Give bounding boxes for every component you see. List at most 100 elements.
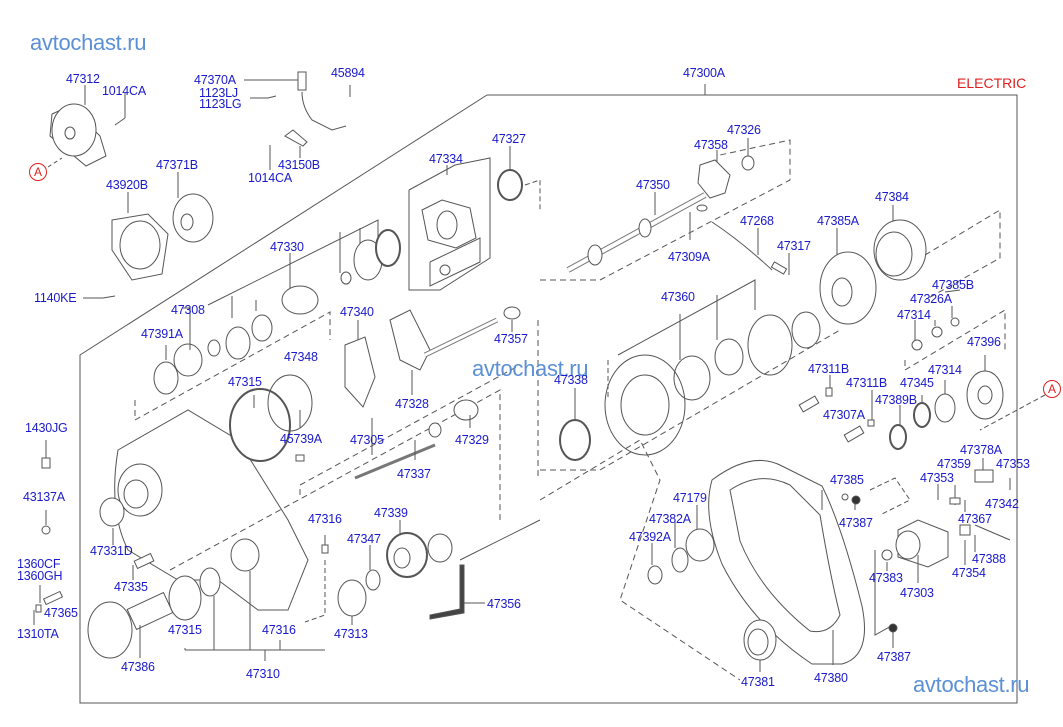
- part-label[interactable]: 47307A: [823, 408, 865, 422]
- part-label[interactable]: 45739A: [280, 432, 322, 446]
- main-shaft-drawing: [540, 138, 790, 280]
- part-label[interactable]: 47389B: [875, 393, 917, 407]
- part-label[interactable]: 47347: [347, 532, 381, 546]
- part-label[interactable]: 47350: [636, 178, 670, 192]
- drive-sprocket-drawing: [540, 280, 840, 470]
- part-label[interactable]: 47387: [877, 650, 911, 664]
- gear-47327-drawing: [498, 146, 540, 210]
- part-label[interactable]: 47345: [900, 376, 934, 390]
- part-label[interactable]: 1310TA: [17, 627, 59, 641]
- part-label[interactable]: 43137A: [23, 490, 65, 504]
- part-label[interactable]: 47316: [262, 623, 296, 637]
- part-label[interactable]: 47312: [66, 72, 100, 86]
- part-label[interactable]: 47305: [350, 433, 384, 447]
- pins-drawing: [799, 375, 930, 449]
- rear-case-drawing: [709, 460, 897, 672]
- part-label[interactable]: 47309A: [668, 250, 710, 264]
- part-label[interactable]: 47335: [114, 580, 148, 594]
- part-label[interactable]: 1014CA: [248, 171, 292, 185]
- part-label[interactable]: 43920B: [106, 178, 148, 192]
- part-label[interactable]: 47303: [900, 586, 934, 600]
- part-label[interactable]: 43150B: [278, 158, 320, 172]
- part-label[interactable]: 47340: [340, 305, 374, 319]
- part-label[interactable]: 47386: [121, 660, 155, 674]
- part-label[interactable]: 47315: [228, 375, 262, 389]
- part-label[interactable]: 47337: [397, 467, 431, 481]
- part-label[interactable]: 47354: [952, 566, 986, 580]
- part-label[interactable]: 47359: [937, 457, 971, 471]
- shift-fork-drawing: [300, 307, 538, 495]
- part-label[interactable]: 47268: [740, 214, 774, 228]
- part-label[interactable]: 47367: [958, 512, 992, 526]
- assembly-label[interactable]: 47300A: [683, 66, 725, 80]
- part-label[interactable]: 1360CF: [17, 557, 61, 571]
- part-label[interactable]: 47314: [897, 308, 931, 322]
- part-label[interactable]: 47385B: [932, 278, 974, 292]
- bearing-housing-drawing: [820, 205, 1045, 430]
- carrier-47334-drawing: [409, 158, 490, 290]
- part-label[interactable]: 47356: [487, 597, 521, 611]
- part-label[interactable]: 47326: [727, 123, 761, 137]
- part-label[interactable]: 1123LJ: [199, 86, 238, 100]
- part-label[interactable]: 47339: [374, 506, 408, 520]
- part-label[interactable]: 47358: [694, 138, 728, 152]
- part-label[interactable]: 47327: [492, 132, 526, 146]
- part-label[interactable]: 47371B: [156, 158, 198, 172]
- part-label[interactable]: 47391A: [141, 327, 183, 341]
- part-label[interactable]: 47384: [875, 190, 909, 204]
- part-label[interactable]: 47365: [44, 606, 78, 620]
- shift-actuator-drawing: [870, 458, 1010, 583]
- part-label[interactable]: 47342: [985, 497, 1019, 511]
- part-label[interactable]: 47353: [996, 457, 1030, 471]
- part-label[interactable]: 45894: [331, 66, 365, 80]
- rear-bearing-drawing: [540, 440, 740, 680]
- part-label[interactable]: 47388: [972, 552, 1006, 566]
- part-label[interactable]: 47381: [741, 675, 775, 689]
- mount-47312-drawing: [48, 85, 125, 167]
- part-label[interactable]: 47179: [673, 491, 707, 505]
- part-label[interactable]: 47370A: [194, 73, 236, 87]
- part-label[interactable]: 47353: [920, 471, 954, 485]
- part-label[interactable]: 1360GH: [17, 569, 63, 583]
- part-label[interactable]: 47385: [830, 473, 864, 487]
- part-label[interactable]: 47308: [171, 303, 205, 317]
- reference-mark-a-right: A: [1043, 380, 1061, 398]
- part-label[interactable]: 47315: [168, 623, 202, 637]
- part-label[interactable]: 47383: [869, 571, 903, 585]
- part-label[interactable]: 47387: [839, 516, 873, 530]
- watermark-bottom-right: avtochast.ru: [913, 672, 1030, 697]
- part-label[interactable]: 47310: [246, 667, 280, 681]
- reference-mark-a-left: A: [29, 163, 47, 181]
- part-label[interactable]: 47357: [494, 332, 528, 346]
- part-label[interactable]: 47385A: [817, 214, 859, 228]
- part-label[interactable]: 47329: [455, 433, 489, 447]
- part-label[interactable]: 47392A: [629, 530, 671, 544]
- part-label[interactable]: 47314: [928, 363, 962, 377]
- part-label[interactable]: 47348: [284, 350, 318, 364]
- part-label[interactable]: 47334: [429, 152, 463, 166]
- part-label[interactable]: 47360: [661, 290, 695, 304]
- front-case-drawing: [34, 312, 500, 661]
- part-label[interactable]: 47330: [270, 240, 304, 254]
- part-label[interactable]: 47313: [334, 627, 368, 641]
- part-label[interactable]: 47331D: [90, 544, 133, 558]
- part-label[interactable]: 47326A: [910, 292, 952, 306]
- part-label[interactable]: 1140KE: [34, 291, 77, 305]
- chain-drawing: [338, 520, 540, 625]
- watermark-center: avtochast.ru: [472, 356, 589, 381]
- part-label[interactable]: 1014CA: [102, 84, 146, 98]
- part-label[interactable]: 47378A: [960, 443, 1002, 457]
- part-label[interactable]: 47380: [814, 671, 848, 685]
- part-label[interactable]: 47338: [554, 373, 588, 387]
- part-label[interactable]: 47311B: [808, 362, 849, 376]
- part-label[interactable]: 1123LG: [199, 97, 242, 111]
- part-label[interactable]: 47328: [395, 397, 429, 411]
- part-label[interactable]: 1430JG: [25, 421, 68, 435]
- part-label[interactable]: 47316: [308, 512, 342, 526]
- watermark-top-left: avtochast.ru: [30, 30, 147, 55]
- part-label[interactable]: 47396: [967, 335, 1001, 349]
- part-label[interactable]: 47311B: [846, 376, 887, 390]
- part-label[interactable]: 47382A: [649, 512, 691, 526]
- part-label[interactable]: 47317: [777, 239, 811, 253]
